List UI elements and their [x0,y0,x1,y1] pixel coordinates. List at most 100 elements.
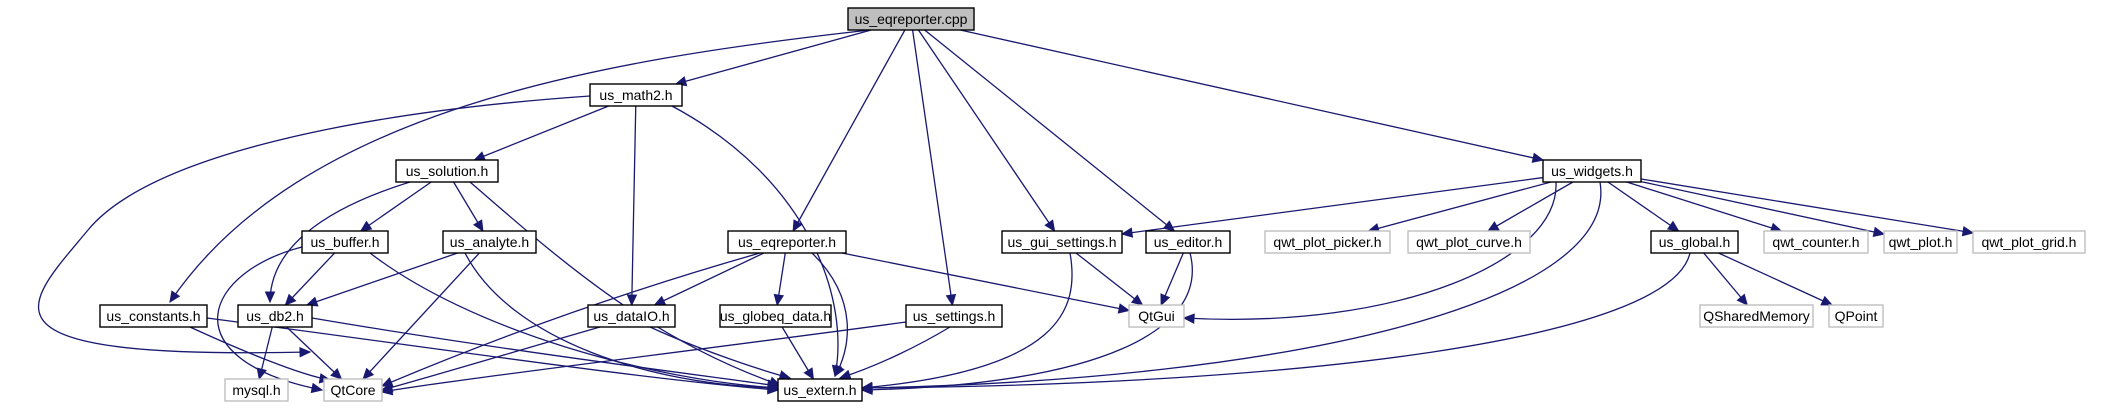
node-us-settings-h-box [905,304,1003,328]
edge-us-dataIO-h-to-QtCore [381,326,601,391]
node-us-gui-settings-h-label: us_gui_settings.h [1008,234,1117,250]
node-qwt-counter-h[interactable]: qwt_counter.h [1763,230,1869,254]
node-qwt-plot-curve-h-label: qwt_plot_curve.h [1416,234,1522,250]
node-mysql-h-box [224,378,289,402]
node-us-gui-settings-h[interactable]: us_gui_settings.h [1001,230,1123,254]
node-qwt-plot-picker-h[interactable]: qwt_plot_picker.h [1264,230,1391,254]
edge-layer [38,29,1975,396]
edge-us-widgets-h-to-us-extern-h [861,181,1602,389]
edge-us-global-h-to-us-extern-h-arrowhead [860,382,873,394]
edge-us-eqreporter-h-to-us-extern-h [811,252,849,377]
node-us-solution-h[interactable]: us_solution.h [395,159,499,183]
node-us-eqreporter-h[interactable]: us_eqreporter.h [727,230,847,254]
node-qwt-plot-picker-h-box [1264,230,1391,254]
node-QtCore[interactable]: QtCore [323,378,383,402]
node-us-globeq-data-h[interactable]: us_globeq_data.h [719,304,832,328]
node-us-solution-h-label: us_solution.h [406,163,489,179]
edge-us-widgets-h-to-qwt-counter-h [1626,181,1782,232]
node-us-eqreporter-cpp-label: us_eqreporter.cpp [855,11,968,27]
edge-us-widgets-h-to-qwt-plot-h-arrowhead [1872,226,1886,238]
edge-us-db2-h-to-us-extern-h-arrowhead [766,379,780,390]
edge-us-settings-h-to-us-extern-h-arrowhead [838,369,852,380]
edge-us-eqreporter-h-to-QtGui-arrowhead [1117,303,1131,314]
node-QSharedMemory[interactable]: QSharedMemory [1699,304,1814,328]
edge-us-eqreporter-cpp-to-us-editor-h-arrowhead [1162,220,1176,232]
edge-us-global-h-to-us-extern-h [861,252,1691,389]
edge-us-math2-h-to-QtCore [38,95,591,354]
node-us-extern-h-label: us_extern.h [783,382,856,398]
node-us-settings-h-label: us_settings.h [913,308,996,324]
node-QtCore-box [323,378,383,402]
edge-us-buffer-h-to-us-db2-h-arrowhead [284,293,297,306]
node-mysql-h-label: mysql.h [232,382,280,398]
edge-us-db2-h-to-us-extern-h [311,317,779,387]
node-us-eqreporter-cpp-box [847,7,975,31]
edge-us-db2-h-to-QtCore-arrowhead [330,367,343,380]
node-us-globeq-data-h-box [719,304,832,328]
edge-us-eqreporter-cpp-to-us-math2-h [675,29,872,85]
node-us-analyte-h-label: us_analyte.h [450,234,529,250]
edge-us-solution-h-to-us-db2-h-arrowhead [264,291,276,304]
edge-us-eqreporter-cpp-to-us-constants-h [169,29,871,303]
node-QtGui-label: QtGui [1138,308,1175,324]
edge-us-eqreporter-h-to-us-dataIO-h-arrowhead [653,295,667,306]
edge-us-widgets-h-to-us-global-h [1607,181,1679,232]
node-us-widgets-h-label: us_widgets.h [1551,163,1633,179]
edge-us-eqreporter-cpp-to-us-eqreporter-h-arrowhead [792,219,803,233]
edge-us-widgets-h-to-qwt-plot-grid-h-arrowhead [1961,226,1975,237]
node-qwt-plot-grid-h-box [1972,230,2086,254]
edge-us-math2-h-to-QtCore-arrowhead [299,346,312,358]
node-qwt-plot-grid-h[interactable]: qwt_plot_grid.h [1972,230,2086,254]
edge-us-widgets-h-to-QtGui-arrowhead [1182,313,1195,324]
edge-us-dataIO-h-to-us-extern-h [649,326,791,379]
node-us-extern-h[interactable]: us_extern.h [777,378,863,402]
node-us-globeq-data-h-label: us_globeq_data.h [720,308,831,324]
edge-us-eqreporter-cpp-to-us-widgets-h [960,29,1544,161]
edge-us-solution-h-to-us-extern-h [469,181,781,386]
node-us-gui-settings-h-box [1001,230,1123,254]
edge-us-globeq-data-h-to-us-extern-h-arrowhead [803,367,815,381]
node-qwt-plot-h[interactable]: qwt_plot.h [1883,230,1958,254]
edge-us-buffer-h-to-QtCore-arrowhead [310,382,324,394]
edge-us-solution-h-to-us-buffer-h-arrowhead [359,220,373,232]
edge-us-global-h-to-QPoint [1718,252,1833,306]
edge-us-global-h-to-QSharedMemory-arrowhead [1736,293,1749,306]
edge-us-eqreporter-cpp-to-us-settings-h [911,29,954,306]
node-us-settings-h[interactable]: us_settings.h [905,304,1003,328]
node-qwt-plot-grid-h-label: qwt_plot_grid.h [1982,234,2077,250]
edge-us-eqreporter-cpp-to-us-eqreporter-h [792,29,906,232]
edge-us-settings-h-to-us-extern-h [839,326,951,379]
node-us-editor-h[interactable]: us_editor.h [1145,230,1231,254]
edge-us-math2-h-to-us-solution-h-arrowhead [473,151,487,161]
edge-us-widgets-h-to-qwt-plot-curve-h-arrowhead [1487,221,1500,232]
node-qwt-plot-curve-h[interactable]: qwt_plot_curve.h [1407,230,1531,254]
node-QtGui[interactable]: QtGui [1128,304,1185,328]
edge-us-solution-h-to-us-buffer-h [360,181,432,232]
node-us-global-h-label: us_global.h [1659,234,1731,250]
node-us-eqreporter-h-label: us_eqreporter.h [738,234,836,250]
node-us-analyte-h-box [442,230,537,254]
node-us-analyte-h[interactable]: us_analyte.h [442,230,537,254]
node-us-constants-h-label: us_constants.h [106,308,200,324]
node-us-editor-h-box [1145,230,1231,254]
node-us-eqreporter-cpp[interactable]: us_eqreporter.cpp [847,7,975,31]
edge-us-math2-h-to-us-dataIO-h [631,105,637,306]
node-us-db2-h-box [237,304,313,328]
node-us-buffer-h-label: us_buffer.h [310,234,379,250]
node-QPoint-label: QPoint [1835,308,1878,324]
node-mysql-h[interactable]: mysql.h [224,378,289,402]
node-us-buffer-h[interactable]: us_buffer.h [301,230,389,254]
node-us-constants-h[interactable]: us_constants.h [99,304,208,328]
node-us-dataIO-h[interactable]: us_dataIO.h [587,304,676,328]
node-us-math2-h-box [589,83,683,107]
node-us-widgets-h[interactable]: us_widgets.h [1542,159,1642,183]
node-us-global-h[interactable]: us_global.h [1650,230,1739,254]
node-us-db2-h[interactable]: us_db2.h [237,304,313,328]
edge-us-widgets-h-to-qwt-plot-grid-h [1640,178,1974,234]
edge-us-global-h-to-QPoint-arrowhead [1820,295,1834,306]
node-QPoint[interactable]: QPoint [1828,304,1884,328]
node-us-math2-h[interactable]: us_math2.h [589,83,683,107]
node-qwt-counter-h-label: qwt_counter.h [1772,234,1859,250]
node-us-eqreporter-h-box [727,230,847,254]
